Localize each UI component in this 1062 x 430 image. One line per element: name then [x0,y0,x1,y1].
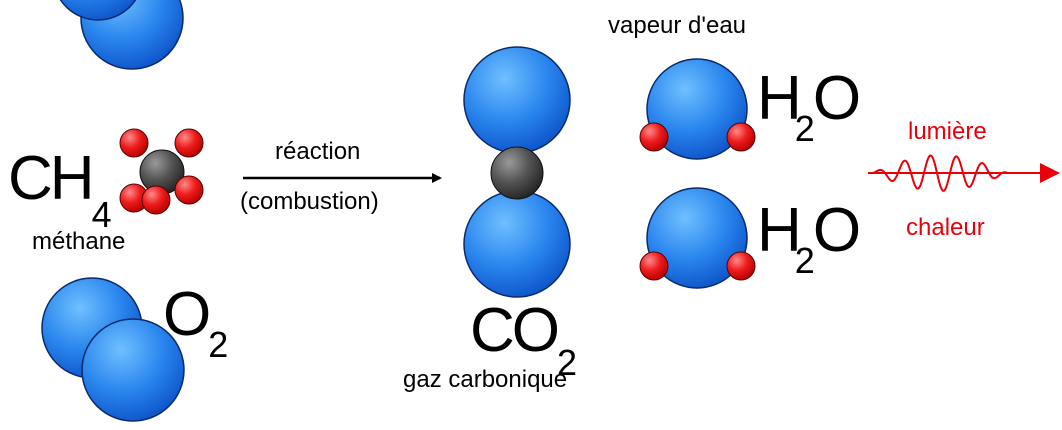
water-formula-2: H2O [757,200,861,279]
water-molecule-2 [639,187,756,289]
water-formula-2-sub: 2 [794,240,815,281]
energy-wave-arrow [868,154,1060,192]
water-formula-1-sub: 2 [794,108,815,149]
methane-formula-main: CH [8,144,95,213]
oxygen-molecule [41,277,185,422]
oxygen-formula: O2 [163,284,228,363]
water-formula-2-h: H [757,196,802,265]
reaction-sublabel: (combustion) [240,188,379,215]
co2-name: gaz carbonique [403,366,568,393]
methane-molecule [119,128,204,215]
reaction-label: réaction [275,138,361,165]
water-formula-1: H2O [757,68,861,147]
oxygen-formula-main: O [163,280,211,349]
co2-molecule [463,46,571,298]
water-molecule-1 [639,58,756,160]
methane-formula-sub: 4 [91,194,112,235]
water-formula-1-o: O [812,64,861,133]
energy-heat-label: chaleur [906,214,985,241]
co2-formula-sub: 2 [557,342,578,383]
top-partial-o2-molecule [59,0,184,70]
water-formula-1-h: H [757,64,802,133]
oxygen-formula-sub: 2 [208,324,229,365]
co2-formula: CO2 [470,300,577,381]
methane-formula: CH4 [8,148,112,233]
water-formula-2-o: O [812,196,861,265]
co2-formula-main: CO [470,296,560,365]
methane-name: méthane [32,228,126,255]
energy-light-label: lumière [908,118,987,145]
water-vapour-label: vapeur d'eau [608,12,747,39]
